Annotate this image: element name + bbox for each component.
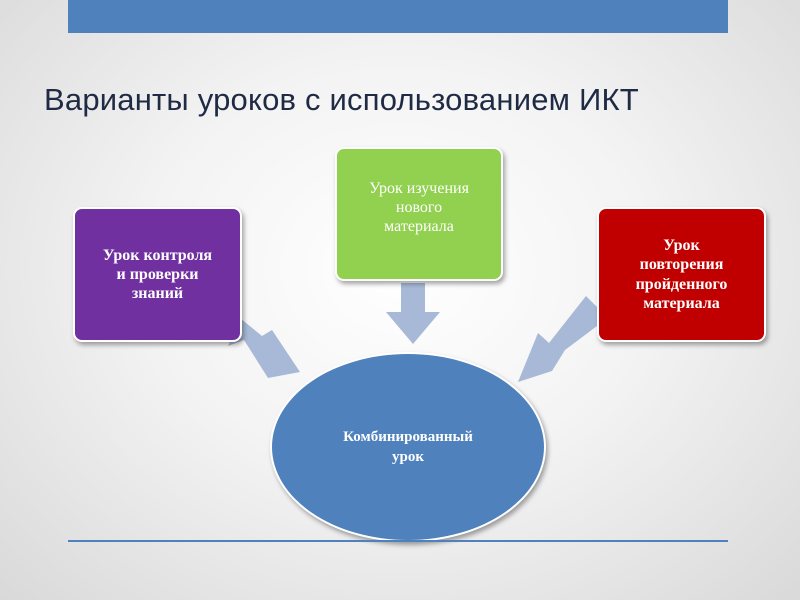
slide-title: Варианты уроков с использованием ИКТ xyxy=(44,82,639,117)
arrow-left xyxy=(228,318,300,378)
box-new-material-lesson: Урок изучения нового материала xyxy=(335,147,503,281)
box-repetition-label: Урок повторения пройденного материала xyxy=(635,237,728,312)
box-new-material-label: Урок изучения нового материала xyxy=(369,180,469,236)
combined-lesson-label: Комбинированный урок xyxy=(343,428,473,465)
arrow-top xyxy=(386,283,440,344)
box-repetition-lesson: Урок повторения пройденного материала xyxy=(597,207,766,342)
box-control-label: Урок контроля и проверки знаний xyxy=(102,246,213,303)
arrow-right xyxy=(518,296,605,382)
combined-lesson-ellipse: Комбинированный урок xyxy=(270,352,546,542)
top-accent-bar xyxy=(68,0,728,33)
bottom-divider xyxy=(68,540,728,542)
box-control-lesson: Урок контроля и проверки знаний xyxy=(73,207,242,342)
